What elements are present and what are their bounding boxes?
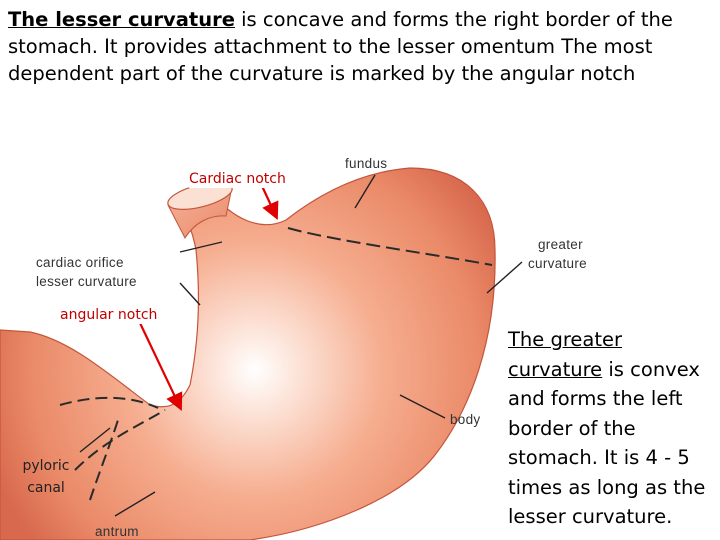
pyloric-canal-line2: canal (27, 480, 65, 496)
fundus-label: fundus (345, 156, 388, 171)
fundus-boundary (287, 227, 493, 266)
greater-curvature-note: The greater curvature is convex and form… (508, 325, 718, 532)
intro-paragraph: The lesser curvature is concave and form… (8, 6, 714, 87)
angular-notch-arrow (139, 322, 183, 411)
greater-curvature-term: The greater curvature (508, 328, 623, 381)
cardiac-orifice-pointer (179, 241, 223, 253)
pyloric-canal-label: pyloric canal (18, 455, 74, 499)
pylorus-boundary (89, 419, 119, 501)
pyloric-canal-pointer (79, 427, 111, 453)
pyloric-canal-line1: pyloric (22, 458, 70, 474)
greater-curvature-label-line2: curvature (528, 256, 587, 271)
antrum-pointer (114, 491, 156, 517)
greater-curvature-label-line1: greater (538, 237, 583, 252)
lesser-curvature-label: lesser curvature (36, 274, 137, 289)
lesser-curvature-pointer (179, 282, 201, 306)
cardiac-notch-label: Cardiac notch (189, 170, 286, 188)
cardiac-notch-arrow (261, 185, 279, 220)
antrum-boundary-1 (59, 396, 159, 409)
body-pointer (399, 394, 446, 419)
stomach-shape (0, 167, 496, 540)
antrum-boundary-2 (74, 409, 166, 471)
lesser-curvature-term: The lesser curvature (8, 8, 235, 31)
cardiac-orifice-label: cardiac orifice (36, 255, 124, 270)
antrum-label: antrum (95, 524, 139, 539)
angular-notch-label: angular notch (60, 306, 158, 324)
fundus-pointer (354, 174, 376, 209)
body-label: body (450, 412, 481, 427)
greater-curvature-text: is convex and forms the left border of t… (508, 357, 706, 529)
greater-curvature-pointer (486, 261, 523, 294)
intro-text: is concave and forms the right border of… (8, 8, 673, 85)
